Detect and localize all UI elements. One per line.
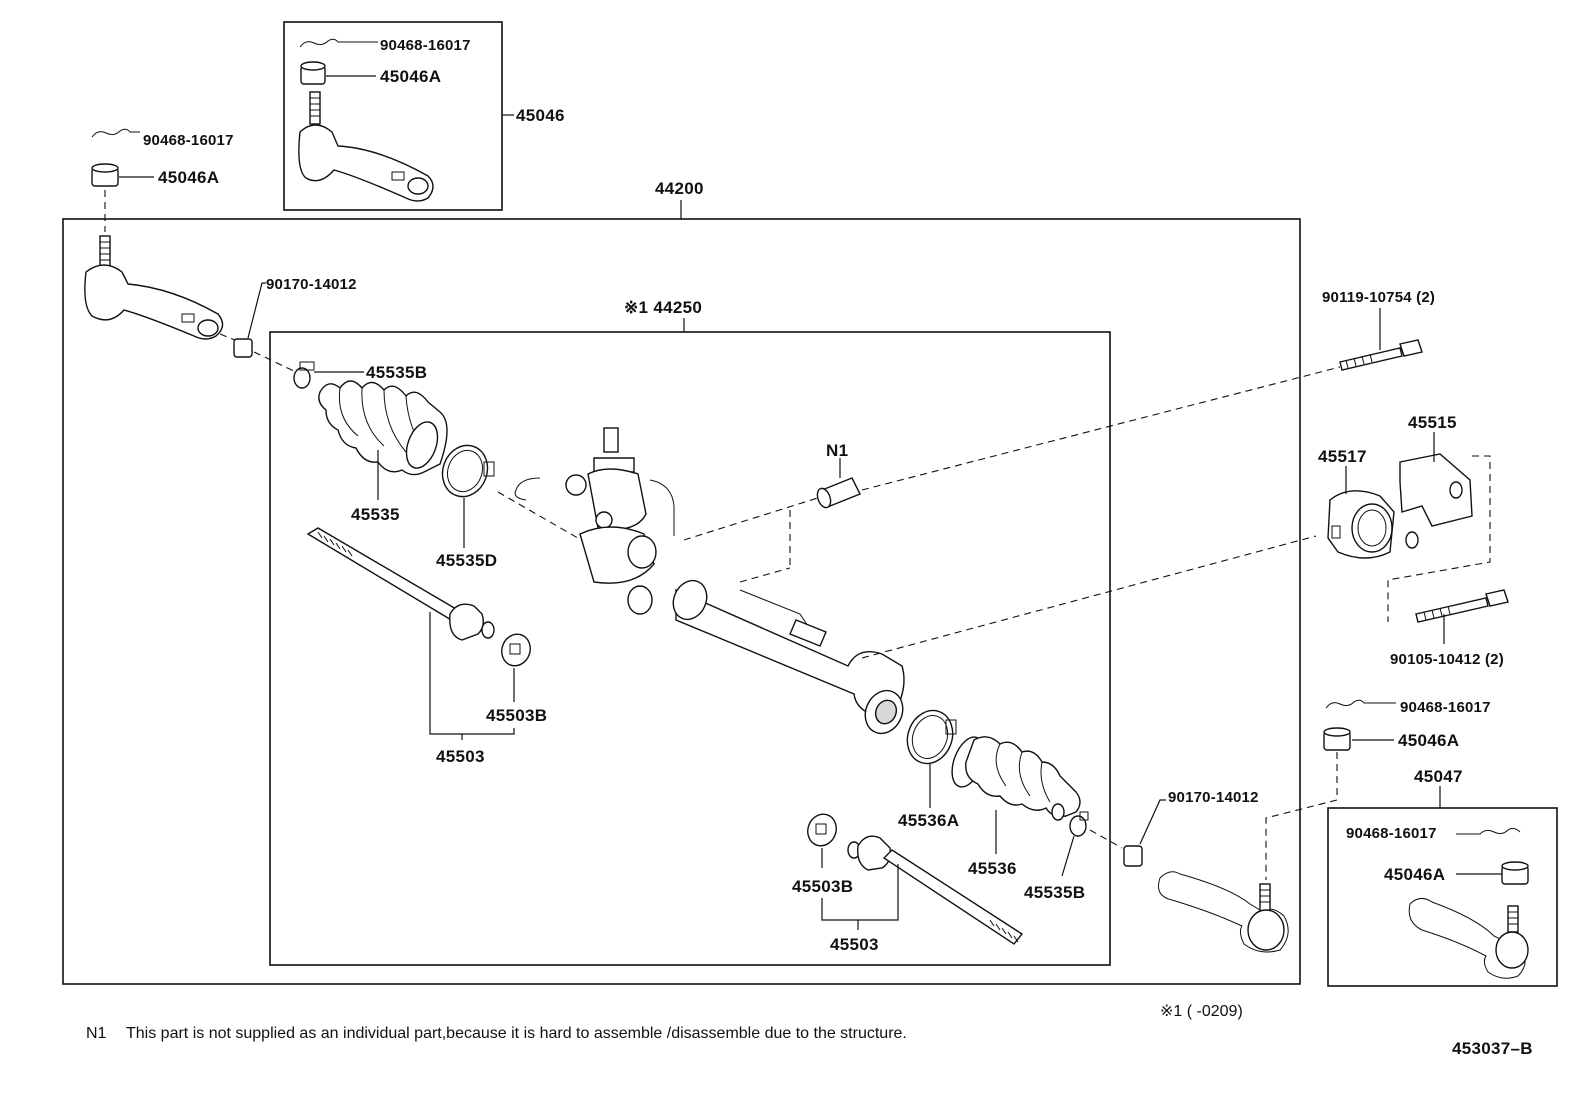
castle-nut-right-icon [1323, 727, 1351, 751]
clamp-45536A-icon [906, 709, 957, 765]
footnote-mark: ※1 ( -0209) [1160, 1003, 1243, 1020]
tie-rod-end-top-icon [298, 91, 434, 202]
note-text: This part is not supplied as an individu… [126, 1025, 907, 1042]
label-pin-top-box: 90468-16017 [380, 37, 471, 54]
label-boot-45536: 45536 [968, 859, 1017, 878]
label-nut-9017-right: 90170-14012 [1168, 789, 1259, 806]
note-code: N1 [86, 1025, 107, 1042]
bolt-90105-icon [1415, 589, 1509, 623]
label-pin-left: 90468-16017 [143, 132, 234, 149]
boot-45535-icon [318, 380, 448, 476]
label-clamp-45535B-upper: 45535B [366, 363, 427, 382]
label-44250: ※1 44250 [624, 298, 702, 317]
castle-nut-icon [300, 61, 376, 85]
figure-id: 453037–B [1452, 1039, 1533, 1058]
label-nut-left: 45046A [158, 168, 219, 187]
bolt-90119-icon [1339, 339, 1423, 371]
label-rod-45503-left: 45503 [436, 747, 485, 766]
washer-45503B-right-icon [807, 813, 837, 847]
label-nut-top-box: 45046A [380, 67, 441, 86]
castle-nut-box-icon [1501, 861, 1529, 885]
boot-45536-icon [951, 736, 1081, 821]
label-clamp-45535D: 45535D [436, 551, 497, 570]
nut-90170-left-icon [233, 338, 253, 358]
tie-rod-end-45047-box [1327, 807, 1558, 987]
label-bracket-45515: 45515 [1408, 413, 1457, 432]
inner-tie-rod-right-icon [847, 835, 1024, 945]
tie-rod-end-box-icon [1408, 898, 1529, 979]
label-pin-right-box: 90468-16017 [1346, 825, 1437, 842]
washer-45503B-left-icon [501, 633, 531, 667]
label-45046: 45046 [516, 106, 565, 125]
label-washer-45503B-right: 45503B [792, 877, 853, 896]
bushing-45517-icon [1327, 490, 1395, 559]
label-rod-45503-right: 45503 [830, 935, 879, 954]
sleeve-n1-icon [816, 477, 861, 509]
label-pin-right: 90468-16017 [1400, 699, 1491, 716]
label-nut-9017-left: 90170-14012 [266, 276, 357, 293]
label-n1: N1 [826, 441, 848, 460]
steering-gear-housing-icon [514, 427, 905, 735]
label-washer-45503B-left: 45503B [486, 706, 547, 725]
tie-rod-end-left-icon [84, 235, 224, 340]
bracket-45515-icon [1399, 453, 1473, 549]
clamp-45535B-lower-icon [1069, 811, 1089, 837]
label-bushing-45517: 45517 [1318, 447, 1367, 466]
tie-rod-end-right-icon [1158, 871, 1289, 953]
label-boot-45535: 45535 [351, 505, 400, 524]
label-44200: 44200 [655, 179, 704, 198]
label-nut-right-box: 45046A [1384, 865, 1445, 884]
subassembly-44250-frame [269, 331, 1111, 966]
label-clamp-45536A: 45536A [898, 811, 959, 830]
cotter-pin-icon [299, 38, 378, 48]
castle-nut-left-icon [91, 163, 119, 187]
clamp-45535D-icon [441, 444, 495, 498]
nut-90170-right-icon [1123, 845, 1143, 867]
label-45047: 45047 [1414, 767, 1463, 786]
tie-rod-end-45046-box [283, 21, 503, 211]
label-clamp-45535B-lower: 45535B [1024, 883, 1085, 902]
clamp-45535B-upper-icon [293, 361, 315, 389]
label-bolt-upper-right: 90119-10754 (2) [1322, 289, 1435, 306]
label-bolt-lower-right: 90105-10412 (2) [1390, 651, 1504, 668]
inner-tie-rod-left-icon [306, 527, 495, 641]
label-nut-right: 45046A [1398, 731, 1459, 750]
